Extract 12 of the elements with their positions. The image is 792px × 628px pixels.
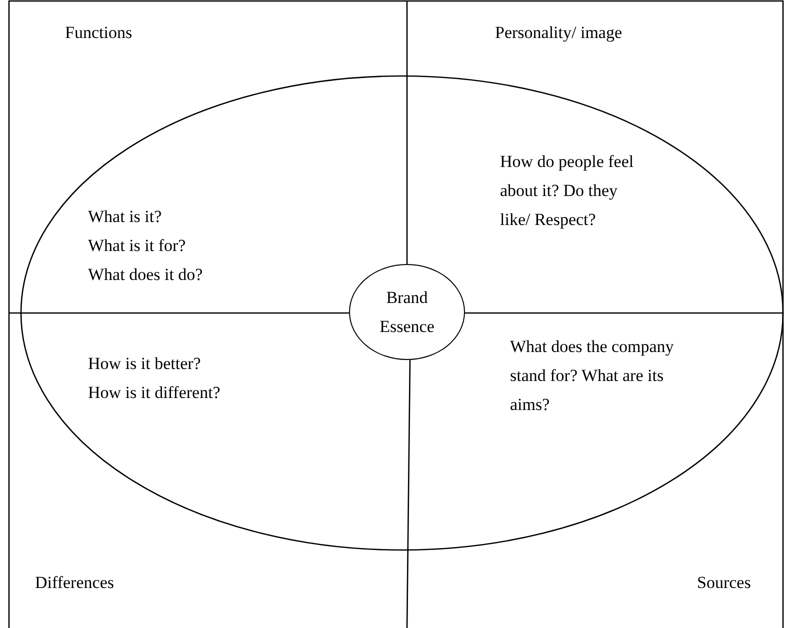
text-label: How is it better? — [88, 353, 201, 375]
text-label: Functions — [65, 22, 132, 44]
text-label: How is it different? — [88, 382, 220, 404]
center-label: Brand Essence — [378, 287, 436, 338]
text-label: What is it? — [88, 206, 162, 228]
text-label: Sources — [697, 572, 751, 594]
text-label: What does it do? — [88, 264, 203, 286]
text-label: What is it for? — [88, 235, 186, 257]
text-label: How do people feel about it? Do they like/ Respect? — [500, 151, 635, 231]
text-label: Differences — [35, 572, 114, 594]
text-label: Personality/ image — [495, 22, 622, 44]
text-label: What does the company stand for? What are its aims? — [510, 336, 675, 416]
